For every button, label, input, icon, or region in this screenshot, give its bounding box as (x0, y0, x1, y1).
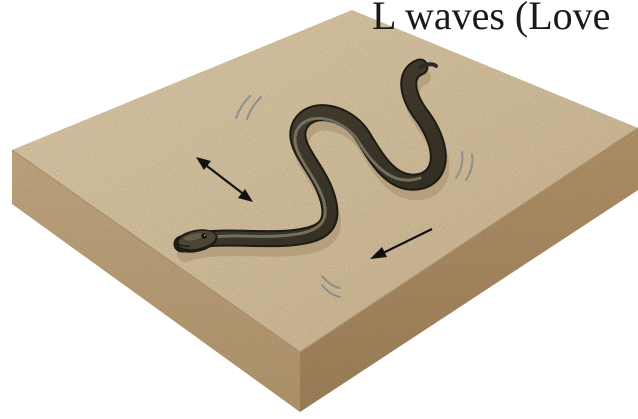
diagram-title: L waves (Love (372, 0, 610, 40)
